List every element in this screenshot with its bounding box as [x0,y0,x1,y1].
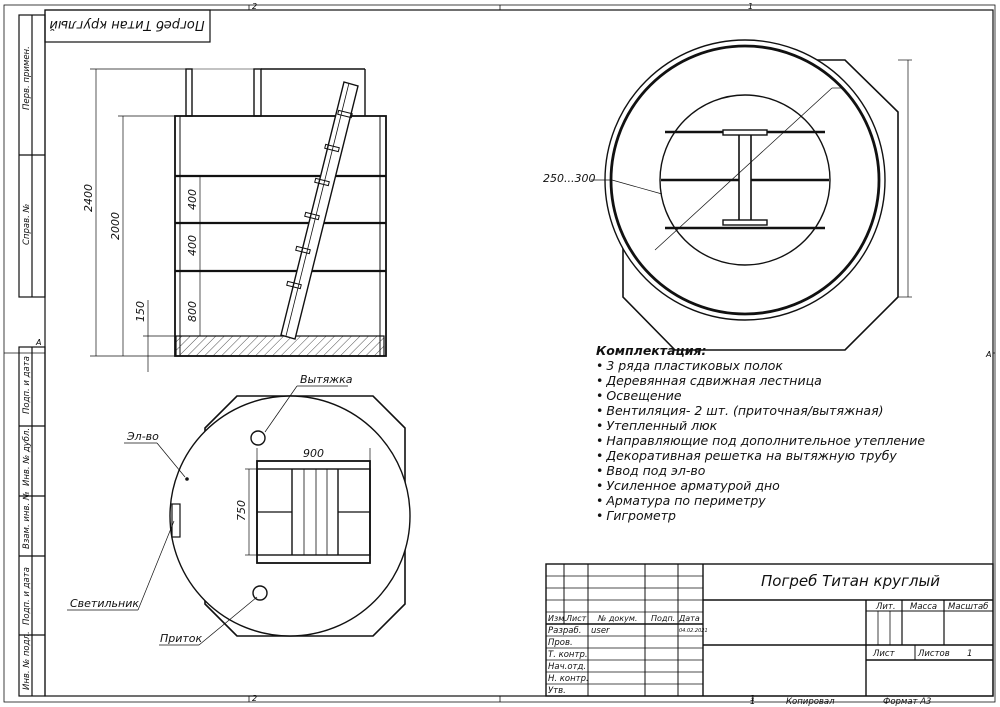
row-label-checked: Пров. [548,638,573,648]
dim-plan-width: 900 [303,447,324,460]
spec-items: 3 ряда пластиковых полок Деревянная сдви… [596,358,926,523]
spec-item: Гигрометр [596,508,926,523]
spec-item: Утепленный люк [596,418,926,433]
strip-label-replace-inv: Взам. инв. № [22,491,32,549]
spec-title: Комплектация: [596,343,707,358]
row-name-developer: user [591,626,610,636]
zone-bottom-2: 2 [252,694,257,703]
row-label-norm-control: Н. контр. [548,674,589,684]
spec-item: Ввод под эл-во [596,463,926,478]
mass-header: Масса [910,602,937,612]
label-supply: Приток [160,632,203,645]
scale-header: Масштаб [948,602,988,612]
spec-item: Арматура по периметру [596,493,926,508]
lit-header: Лит. [875,602,896,612]
top-view [591,39,912,351]
spec-item: Освещение [596,388,926,403]
dim-inner-height: 2000 [109,212,122,240]
mirrored-title-box: Погреб Титан круглый [44,9,211,43]
col-header-date: Дата [678,614,700,623]
dim-shelf-gap-2: 400 [186,235,199,256]
strip-label-ref-no: Справ. № [22,203,32,245]
col-header-doc-no: № докум. [597,614,637,623]
label-lamp: Светильник [70,597,139,610]
row-date-developer: 04.02.2021 [679,628,708,634]
title-block [545,563,994,697]
col-header-change: Изм. [548,614,567,623]
zone-right-a: A [985,350,991,359]
col-header-sign: Подп. [651,614,675,623]
footer-copied: Копировал [786,697,835,707]
dim-plan-depth: 750 [235,500,248,521]
row-label-approved: Утв. [548,686,566,696]
label-electric: Эл-во [126,430,159,443]
col-header-sheet: Лист [565,614,587,623]
sheets-label: Листов [917,649,950,659]
dim-shelf-gap-1: 400 [186,189,199,210]
mirrored-title: Погреб Титан круглый [49,17,204,32]
dim-base-height: 150 [134,301,147,322]
spec-item: Вентиляция- 2 шт. (приточная/вытяжная) [596,403,926,418]
spec-item: Декоративная решетка на вытяжную трубу [596,448,926,463]
drawing-title: Погреб Титан круглый [761,572,940,590]
zone-top-1: 1 [748,2,753,11]
label-exhaust: Вытяжка [300,373,353,386]
spec-list: Комплектация: 3 ряда пластиковых полок Д… [596,343,926,523]
sheet-label: Лист [872,649,896,659]
row-label-tech-control: Т. контр. [548,650,588,660]
plan-view [67,385,411,646]
spec-item: Направляющие под дополнительное утеплени… [596,433,926,448]
spec-item: Деревянная сдвижная лестница [596,373,926,388]
zone-top-2: 2 [252,2,257,11]
dim-wall-gap: 250...300 [543,172,595,185]
strip-label-orig-inv: Инв. № подл. [22,631,32,690]
spec-item: 3 ряда пластиковых полок [596,358,926,373]
zone-bottom-1: 1 [750,694,755,703]
strip-label-dup-inv: Инв. № дубл. [22,428,32,486]
left-strip [18,14,46,697]
sheets-value: 1 [967,649,972,659]
dim-bottom-gap: 800 [186,301,199,322]
spec-item: Усиленное арматурой дно [596,478,926,493]
zone-left-a: A [35,338,41,347]
section-view [90,68,387,372]
footer-sheet-no: 1 [750,697,755,707]
footer-format: Формат A3 [883,697,931,707]
strip-label-sign-date-1: Подп. и дата [22,356,32,414]
row-label-dept-head: Нач.отд. [548,662,586,672]
row-label-developer: Разраб. [548,626,581,636]
strip-label-sign-date-2: Подп. и дата [22,567,32,625]
strip-label-first-use: Перв. примен. [22,46,32,110]
dim-overall-height: 2400 [82,184,95,212]
